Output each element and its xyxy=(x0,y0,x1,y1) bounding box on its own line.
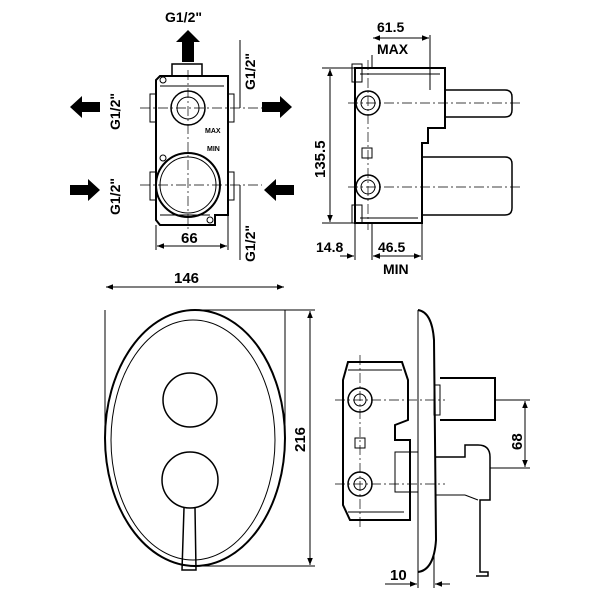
thread-label-left-bottom: G1/2" xyxy=(107,178,123,215)
thread-label-right-top: G1/2" xyxy=(242,53,258,90)
assembly-body xyxy=(342,361,411,521)
dim-46-5-text: 46.5 xyxy=(378,239,405,255)
outlet-right-arrow xyxy=(262,96,292,118)
mount-hole xyxy=(159,76,167,84)
min-mark: MIN xyxy=(207,146,220,153)
mixer-lever xyxy=(181,507,197,571)
mixer-handle-base xyxy=(161,451,219,509)
thread-label-top: G1/2" xyxy=(165,9,202,25)
inlet-right-arrow xyxy=(264,179,294,201)
outlet-left-arrow xyxy=(70,96,100,118)
dim-216-text: 216 xyxy=(292,427,309,452)
thread-label-left-top: G1/2" xyxy=(107,93,123,130)
thread-label-right-bottom: G1/2" xyxy=(242,225,258,262)
faceplate-inner xyxy=(110,319,276,561)
dim-10-text: 10 xyxy=(390,567,407,584)
flow-arrows xyxy=(70,30,294,201)
dim-68-text: 68 xyxy=(509,433,526,450)
dim-66-text: 66 xyxy=(181,230,198,247)
diverter-knob xyxy=(162,372,218,428)
lower-protection-cap xyxy=(422,156,513,216)
faceplate-front-view xyxy=(104,309,286,571)
dim-61-5-text: 61.5 xyxy=(377,19,404,35)
assembly-mixer-handle xyxy=(436,444,491,577)
outlet-up-arrow xyxy=(176,30,200,62)
valve-body-side-view xyxy=(348,60,520,230)
dim-146-text: 146 xyxy=(174,270,199,287)
dim-135-5-text: 135.5 xyxy=(312,140,329,178)
max-mark: MAX xyxy=(205,128,221,135)
top-outlet-stub xyxy=(171,63,203,77)
mount-hole xyxy=(159,154,167,162)
dim-max-text: MAX xyxy=(377,41,409,57)
side-body-outline xyxy=(354,67,446,224)
upper-protection-cap xyxy=(445,89,513,118)
dim-14-8-text: 14.8 xyxy=(316,239,343,255)
faceplate-profile xyxy=(417,309,438,573)
mount-hole xyxy=(206,216,214,224)
inlet-left-arrow xyxy=(70,179,100,201)
assembly-side-view xyxy=(335,309,496,577)
assembly-diverter-knob xyxy=(440,377,496,421)
valve-body-front-view: MAX MIN 66 xyxy=(140,40,262,260)
dim-min-text: MIN xyxy=(383,261,409,277)
